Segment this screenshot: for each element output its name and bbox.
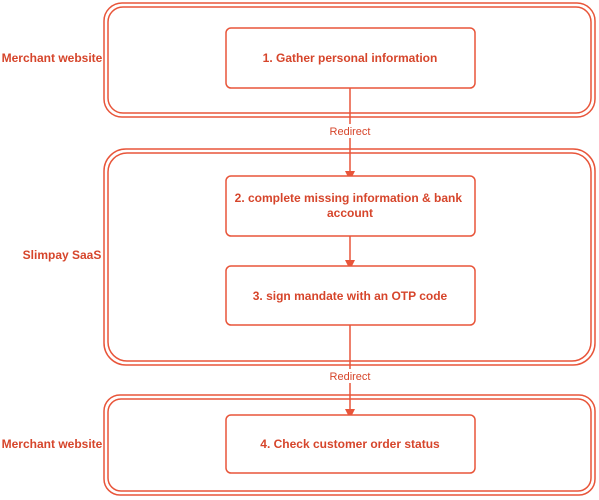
lane-label: Merchant website xyxy=(2,437,103,451)
lane-label: Slimpay SaaS xyxy=(23,248,102,262)
step-label-line: account xyxy=(327,206,373,220)
step-box xyxy=(225,175,476,237)
lane-label: Merchant website xyxy=(2,51,103,65)
step-box xyxy=(225,27,476,89)
step-label: 2. complete missing information & bank a… xyxy=(235,191,466,220)
edge-label: Redirect xyxy=(330,126,371,138)
edge-label-bg xyxy=(322,369,378,383)
edge-1-2: Redirect xyxy=(322,88,378,181)
edge-label-bg xyxy=(322,124,378,138)
edge-3-4: Redirect xyxy=(322,325,378,419)
step-label-line: 3. sign mandate with an OTP code xyxy=(253,289,448,303)
step-label-line: 4. Check customer order status xyxy=(260,437,440,451)
step-2: 2. complete missing information & bank a… xyxy=(225,175,476,237)
step-label-line: 2. complete missing information & bank xyxy=(235,191,463,205)
edge-label: Redirect xyxy=(330,371,371,383)
step-label: 4. Check customer order status xyxy=(260,437,440,451)
step-label-line: 1. Gather personal information xyxy=(263,51,438,65)
step-4: 4. Check customer order status xyxy=(225,414,476,474)
lane-merchant-website-bottom: Merchant website xyxy=(2,394,596,496)
step-box xyxy=(225,265,476,326)
step-box xyxy=(225,414,476,474)
step-1: 1. Gather personal information xyxy=(225,27,476,89)
step-label: 3. sign mandate with an OTP code xyxy=(253,289,448,303)
step-label: 1. Gather personal information xyxy=(263,51,438,65)
step-3: 3. sign mandate with an OTP code xyxy=(225,265,476,326)
